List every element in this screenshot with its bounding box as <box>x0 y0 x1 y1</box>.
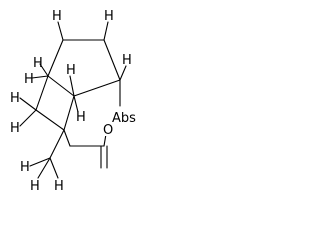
hydrogen-label: H <box>10 91 20 106</box>
bond <box>47 39 64 77</box>
oxygen-label: O <box>103 123 113 138</box>
bond <box>47 75 75 97</box>
bond <box>35 109 65 131</box>
h-bond <box>29 157 51 167</box>
hydrogen-label: H <box>33 56 43 71</box>
hydrogen-label: H <box>122 53 132 68</box>
h-bond <box>19 109 37 127</box>
bond <box>73 79 121 97</box>
hydrogen-label: H <box>10 121 20 136</box>
h-bond <box>39 63 49 77</box>
bond <box>103 39 121 81</box>
label-halo <box>108 108 140 124</box>
hydrogen-label: H <box>30 179 40 193</box>
abs-stereo-label: Abs <box>112 111 136 126</box>
bond <box>63 129 71 147</box>
hydrogen-label: H <box>20 160 30 175</box>
h-bond <box>49 157 59 179</box>
bond <box>49 129 65 159</box>
h-bond <box>119 65 127 81</box>
bond-group <box>19 21 127 179</box>
hydrogen-label: H <box>24 72 34 87</box>
hydrogen-label: H <box>104 9 114 24</box>
h-bond <box>31 75 49 79</box>
hydrogen-label: H <box>66 63 76 78</box>
hydrogen-label: H <box>76 110 86 125</box>
molecule-structure: H H H H H H H H H H H H Abs O <box>10 9 140 193</box>
h-bond <box>69 75 75 97</box>
h-bond <box>37 157 51 179</box>
h-bond <box>19 97 37 111</box>
atom-labels: H H H H H H H H H H H H Abs O <box>10 9 136 193</box>
h-bond <box>73 95 79 113</box>
h-bond <box>103 21 109 41</box>
hydrogen-label: H <box>54 179 64 193</box>
hydrogen-label: H <box>52 9 62 24</box>
h-bond <box>57 21 64 41</box>
label-halo <box>103 120 115 136</box>
bond <box>63 95 75 131</box>
bond <box>35 75 49 111</box>
